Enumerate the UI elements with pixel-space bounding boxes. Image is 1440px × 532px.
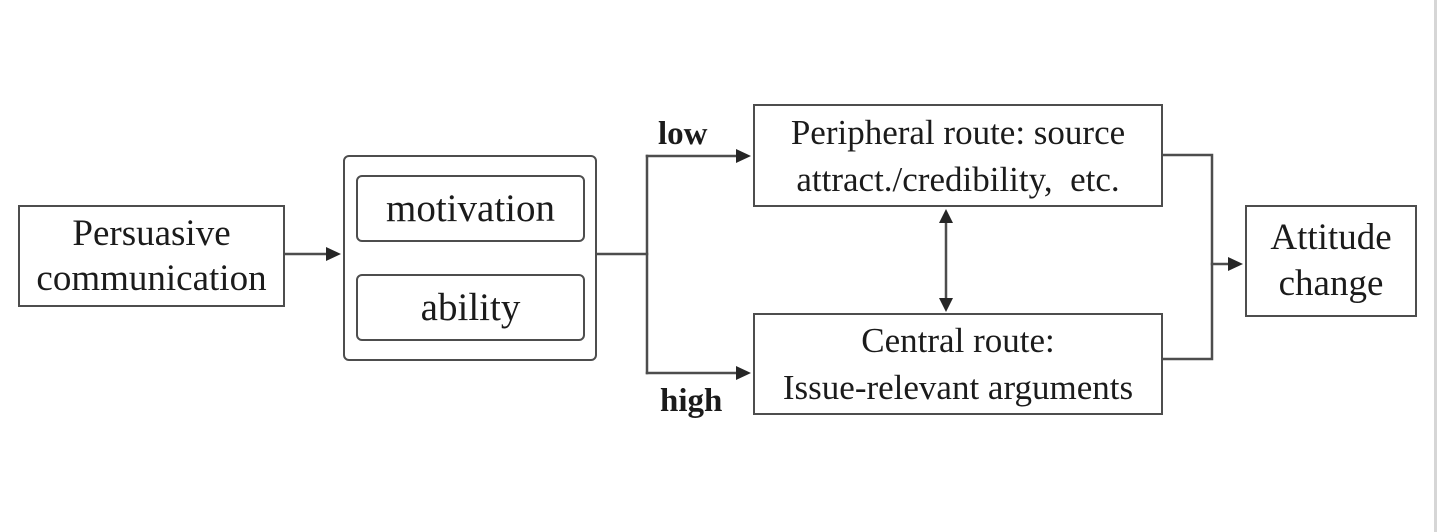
node-attitude-change: Attitude change (1245, 205, 1417, 317)
node-central-route: Central route: Issue-relevant arguments (753, 313, 1163, 415)
node-motivation: motivation (356, 175, 585, 242)
edge-label-high: high (660, 383, 723, 419)
node-label-line: Persuasive (72, 213, 231, 254)
edge-label-low: low (658, 116, 708, 152)
arrow-persuasive-to-elaboration (283, 247, 341, 261)
arrow-high-branch-to-central (645, 366, 751, 380)
node-persuasive-communication: Persuasive communication (18, 205, 285, 307)
node-label-line: motivation (386, 187, 555, 230)
node-label-line: Peripheral route: source (790, 112, 1126, 152)
node-label-line: Issue-relevant arguments (782, 368, 1134, 407)
connector-routes-to-attitude (1161, 153, 1243, 361)
node-peripheral-route: Peripheral route: source attract./credib… (753, 104, 1163, 207)
node-label-line: Attitude (1270, 217, 1392, 258)
node-label-line: attract./credibility, etc. (796, 159, 1120, 199)
node-label-line: ability (420, 286, 521, 329)
node-label-line: communication (36, 258, 267, 299)
arrow-low-branch-to-peripheral (645, 149, 751, 163)
double-arrow-peripheral-central (939, 209, 953, 312)
image-edge-line (1434, 0, 1437, 532)
connector-elaboration-to-branch (595, 154, 649, 375)
node-label-line: Central route: (861, 321, 1055, 360)
node-ability: ability (356, 274, 585, 341)
node-label-line: change (1278, 263, 1384, 304)
